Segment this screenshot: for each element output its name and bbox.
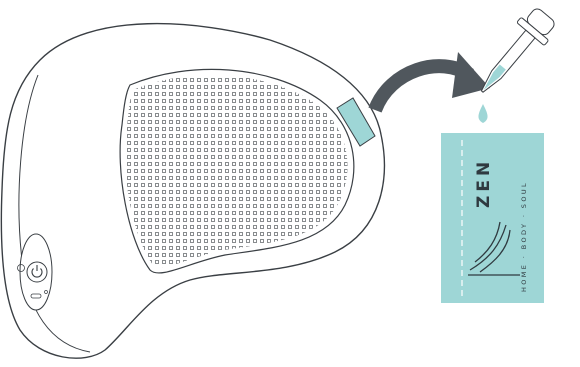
mesh-panel <box>124 75 348 268</box>
oil-slot <box>336 97 376 147</box>
control-panel <box>17 233 53 311</box>
indicator-light <box>44 290 48 294</box>
heat-button[interactable] <box>17 264 25 272</box>
brand-name: ZEN <box>474 157 494 208</box>
brand-tagline: HOME · BODY · SOUL <box>520 180 528 292</box>
oil-drop <box>478 104 488 123</box>
power-button[interactable] <box>26 261 48 283</box>
massage-pillow <box>0 22 386 359</box>
mode-button[interactable] <box>30 293 42 299</box>
mountain-logo <box>468 221 520 276</box>
oil-card <box>441 133 544 303</box>
power-icon <box>31 265 43 278</box>
dropper-icon <box>480 8 555 93</box>
curved-arrow-icon <box>368 52 490 113</box>
